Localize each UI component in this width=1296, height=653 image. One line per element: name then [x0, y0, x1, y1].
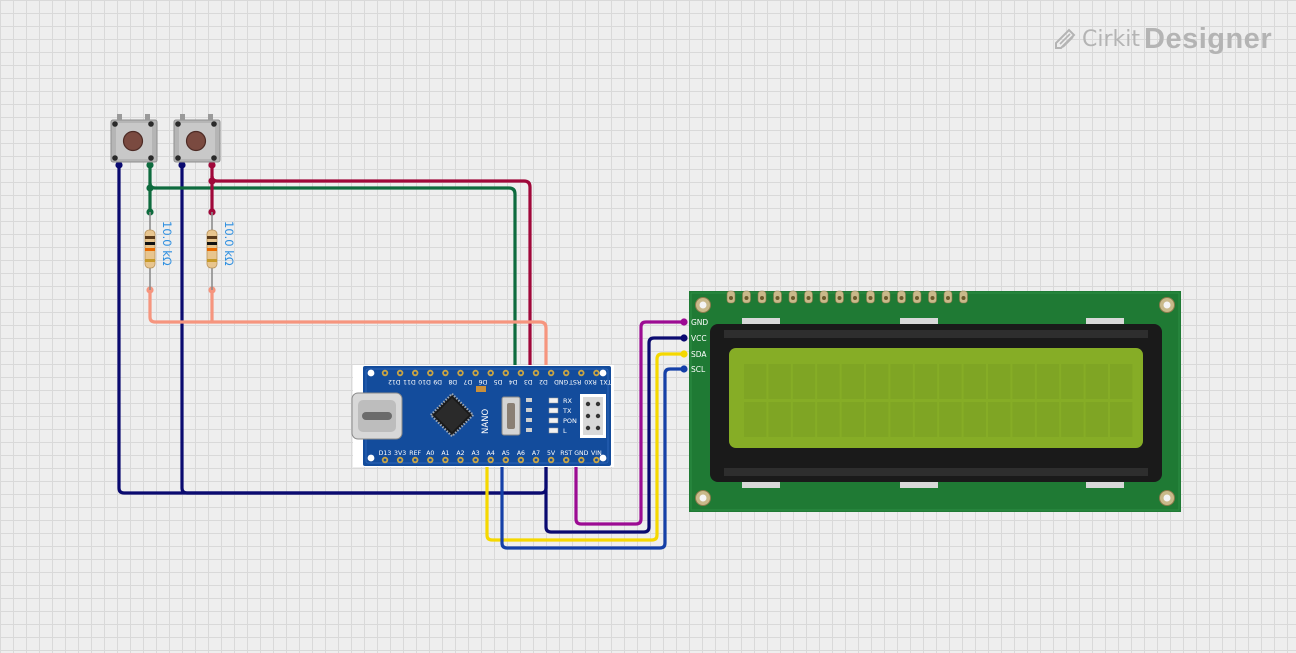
lcd-pin-gnd-label: GND [691, 318, 708, 327]
resistor-2[interactable]: 10.0 kΩ [206, 212, 236, 290]
lcd-i2c-header: GND VCC SDA SCL [691, 318, 708, 374]
nano-bottom-pin-label: A6 [517, 450, 525, 457]
wire-button1-signal-d3[interactable] [148, 165, 517, 372]
wire-pullup-5v[interactable] [148, 290, 548, 372]
wire-lcd-gnd[interactable] [574, 320, 684, 526]
nano-top-pin-label: D7 [463, 378, 472, 385]
status-leds: RX TX PON L [548, 397, 577, 435]
nano-bottom-pin-label: D13 [379, 450, 392, 457]
nano-bottom-pin-label: VIN [591, 450, 602, 457]
nano-bottom-pin-label: A5 [502, 450, 510, 457]
nano-bottom-pin-label: 3V3 [394, 450, 406, 457]
nano-led-label: TX [562, 407, 572, 415]
nano-bottom-pin-label: RST [560, 450, 572, 457]
wire-lcd-vcc[interactable] [544, 336, 684, 534]
resistor-1-label: 10.0 kΩ [160, 221, 174, 266]
nano-top-pin-label: RST [569, 378, 581, 385]
wire-button2-signal-d2[interactable] [210, 165, 532, 372]
nano-bottom-pin-label: 5V [547, 450, 556, 457]
nano-top-pin-label: D2 [539, 378, 548, 385]
nano-bottom-pin-label: GND [574, 450, 588, 457]
nano-top-pin-label: D10 [418, 378, 431, 385]
nano-led-label: RX [563, 397, 573, 405]
nano-top-pin-label: TX1 [599, 378, 612, 385]
wire-button2-ground[interactable] [180, 165, 540, 495]
lcd-parallel-header [726, 290, 968, 304]
logo-text-designer: Designer [1144, 22, 1273, 55]
usb-c-connector [351, 392, 403, 440]
nano-top-pin-label: D5 [494, 378, 503, 385]
nano-bottom-pin-label: REF [409, 450, 421, 457]
lcd-character-grid [744, 364, 1133, 437]
nano-top-pin-label: RX0 [584, 378, 597, 385]
pushbutton-1[interactable] [110, 114, 158, 163]
nano-top-pin-label: D4 [509, 378, 518, 385]
pushbutton-2[interactable] [173, 114, 221, 163]
nano-top-pin-label: D3 [524, 378, 533, 385]
nano-bottom-pin-label: A3 [472, 450, 480, 457]
wire-endpoints [115, 161, 688, 373]
wire-lcd-sda[interactable] [485, 352, 684, 542]
nano-top-pin-label: D9 [433, 378, 442, 385]
reset-button[interactable] [501, 396, 521, 436]
resistor-2-label: 10.0 kΩ [222, 221, 236, 266]
nano-bottom-pin-label: A4 [487, 450, 495, 457]
nano-bottom-pin-label: A0 [426, 450, 434, 457]
cirkit-designer-logo: Cirkit Designer [1052, 22, 1272, 56]
lcd-pin-sda-label: SDA [691, 350, 707, 359]
microcontroller-chip [429, 392, 475, 438]
icsp-header [580, 394, 606, 438]
nano-bottom-pin-label: A2 [456, 450, 464, 457]
nano-bottom-pin-label: A7 [532, 450, 540, 457]
pen-icon [1055, 28, 1076, 49]
resistor-1[interactable]: 10.0 kΩ [144, 212, 174, 290]
wire-lcd-scl[interactable] [500, 367, 684, 550]
nano-top-pin-label: GND [554, 378, 568, 385]
wires [117, 165, 684, 550]
lcd-16x2-i2c[interactable]: GND VCC SDA SCL [689, 290, 1181, 512]
nano-led-label: L [563, 427, 567, 435]
logo-text-cirkit: Cirkit [1082, 26, 1140, 52]
nano-top-pin-label: D6 [479, 378, 488, 385]
nano-top-pin-label: D11 [403, 378, 416, 385]
lcd-pin-scl-label: SCL [691, 365, 706, 374]
nano-top-pin-label: D8 [448, 378, 457, 385]
nano-board-label: NANO [481, 408, 491, 434]
nano-bottom-pin-label: A1 [441, 450, 449, 457]
lcd-pin-vcc-label: VCC [691, 334, 707, 343]
nano-top-pin-label: D12 [388, 378, 401, 385]
nano-led-label: PON [563, 417, 577, 425]
